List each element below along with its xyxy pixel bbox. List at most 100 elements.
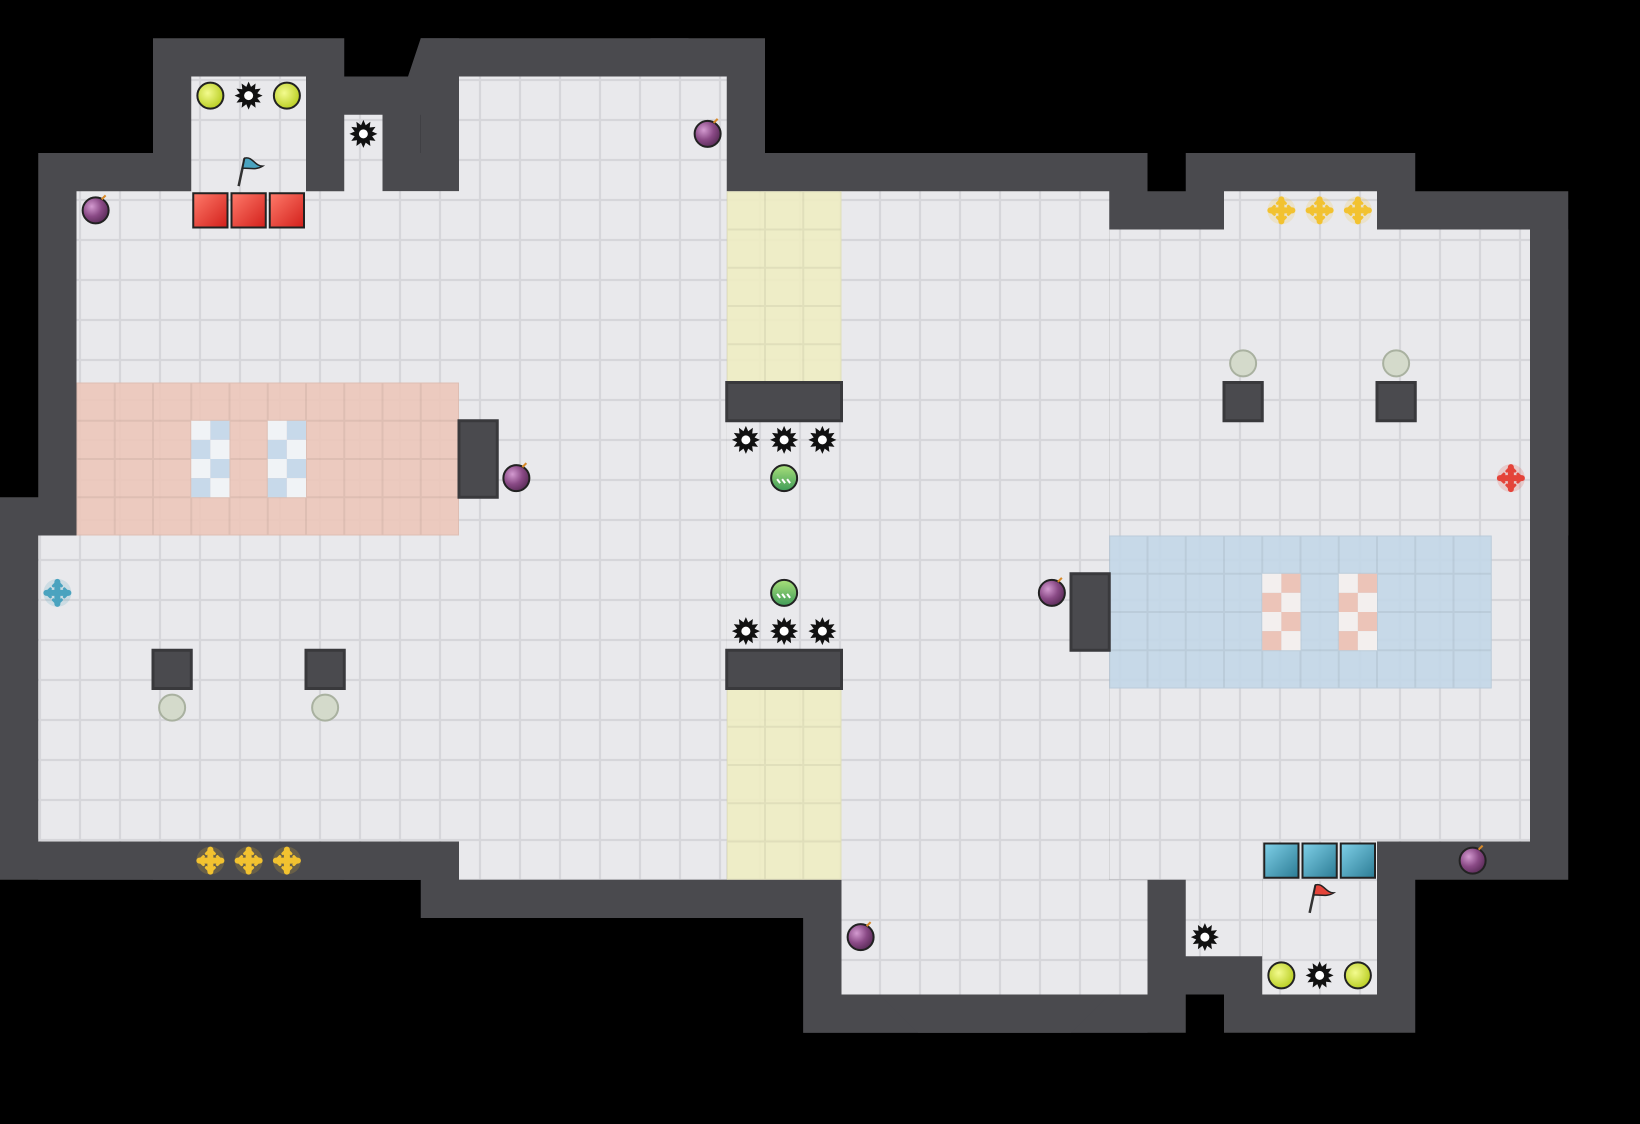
blue-zone-pad — [1281, 631, 1301, 651]
boost — [272, 846, 301, 875]
wall-block — [151, 648, 193, 690]
bomb-fuse — [100, 194, 107, 201]
boost-arrows — [1268, 197, 1294, 223]
zone-tile — [229, 382, 268, 421]
spike-center — [1315, 970, 1325, 980]
red-zone-pad — [191, 459, 211, 479]
zone-tile — [803, 191, 842, 230]
yellow-zone-bottom — [726, 688, 842, 880]
zone-tile — [1300, 612, 1339, 651]
zone-tile — [1185, 650, 1224, 689]
spike-center — [779, 435, 789, 445]
zone-tile — [1415, 573, 1454, 612]
zone-tile — [726, 306, 765, 345]
zone-tile — [765, 765, 804, 804]
zone-tile — [1338, 650, 1377, 689]
button[interactable] — [158, 693, 187, 722]
boost — [234, 846, 263, 875]
bomb-body — [1037, 578, 1066, 607]
zone-tile — [803, 841, 842, 880]
boost-arrows — [1345, 197, 1371, 223]
red-team-boost-cross — [1496, 464, 1525, 493]
red-gate[interactable] — [192, 192, 229, 229]
zone-tile — [382, 459, 421, 498]
red-zone-pad — [191, 439, 211, 459]
blue-gate[interactable] — [1339, 842, 1376, 879]
zone-tile — [1147, 573, 1186, 612]
wall-block — [1069, 572, 1111, 652]
coin — [1267, 961, 1296, 990]
zone-tile — [344, 459, 383, 498]
zone-tile — [1224, 612, 1263, 651]
powerup — [770, 578, 799, 607]
red-zone-pad — [286, 420, 306, 440]
spike — [808, 617, 837, 646]
boost-cross — [1305, 196, 1334, 225]
bomb-body — [693, 119, 722, 148]
red-gate[interactable] — [230, 192, 267, 229]
spike-center — [817, 435, 827, 445]
bomb — [1037, 577, 1066, 607]
button[interactable] — [1229, 349, 1258, 378]
block-layer — [151, 381, 1417, 690]
zone-tile — [1262, 650, 1301, 689]
boost — [1305, 196, 1334, 225]
red-team-boost — [1496, 464, 1525, 493]
zone-tile — [726, 726, 765, 765]
zone-tile — [153, 382, 192, 421]
red-zone-pad — [191, 420, 211, 440]
red-flag[interactable] — [1308, 883, 1337, 914]
blue-zone-pad — [1338, 631, 1358, 651]
zone-tile — [153, 459, 192, 498]
zone-tile — [153, 420, 192, 459]
spike-center — [1200, 932, 1210, 942]
item-layer — [43, 81, 1525, 990]
spike — [731, 425, 760, 454]
zone-tile — [1262, 535, 1301, 574]
floor-area — [1491, 267, 1530, 498]
wall-block — [304, 648, 346, 690]
wall-block — [1375, 381, 1417, 423]
zone-tile — [382, 382, 421, 421]
blue-zone-pad — [1338, 612, 1358, 632]
zone-tile — [765, 726, 804, 765]
floor-area — [535, 803, 727, 842]
red-gate[interactable] — [268, 192, 305, 229]
button[interactable] — [311, 693, 340, 722]
floor-area — [1224, 191, 1377, 842]
blue-zone-pad — [1357, 612, 1377, 632]
zone-tile — [229, 459, 268, 498]
zone-tile — [344, 497, 383, 536]
zone-tile — [803, 229, 842, 268]
red-zone-pad — [267, 439, 287, 459]
bomb-body — [1458, 846, 1487, 875]
zone-tile — [1224, 573, 1263, 612]
zone-tile — [76, 459, 115, 498]
zone-tile — [1453, 535, 1492, 574]
blue-gate[interactable] — [1263, 842, 1300, 879]
zone-tile — [153, 497, 192, 536]
blue-zone-pad — [1262, 573, 1282, 593]
red-zone-pad — [210, 459, 230, 479]
zone-tile — [726, 191, 765, 230]
zone-tile — [306, 459, 345, 498]
zone-tile — [1185, 612, 1224, 651]
red-zone-pad — [267, 420, 287, 440]
button[interactable] — [1382, 349, 1411, 378]
blue-zone-pad — [1281, 612, 1301, 632]
zone-tile — [1300, 573, 1339, 612]
blue-zone-pad — [1281, 592, 1301, 612]
blue-flag[interactable] — [237, 157, 266, 187]
zone-tile — [726, 267, 765, 306]
zone-tile — [420, 382, 459, 421]
red-zone-pad — [286, 459, 306, 479]
blue-gate[interactable] — [1301, 842, 1338, 879]
wall-block — [457, 419, 499, 499]
zone-tile — [1185, 573, 1224, 612]
floor-area — [841, 879, 1148, 995]
blue-zone-pad — [1357, 592, 1377, 612]
red-zone-pad — [267, 478, 287, 498]
bomb — [693, 118, 722, 148]
bomb — [81, 194, 110, 225]
